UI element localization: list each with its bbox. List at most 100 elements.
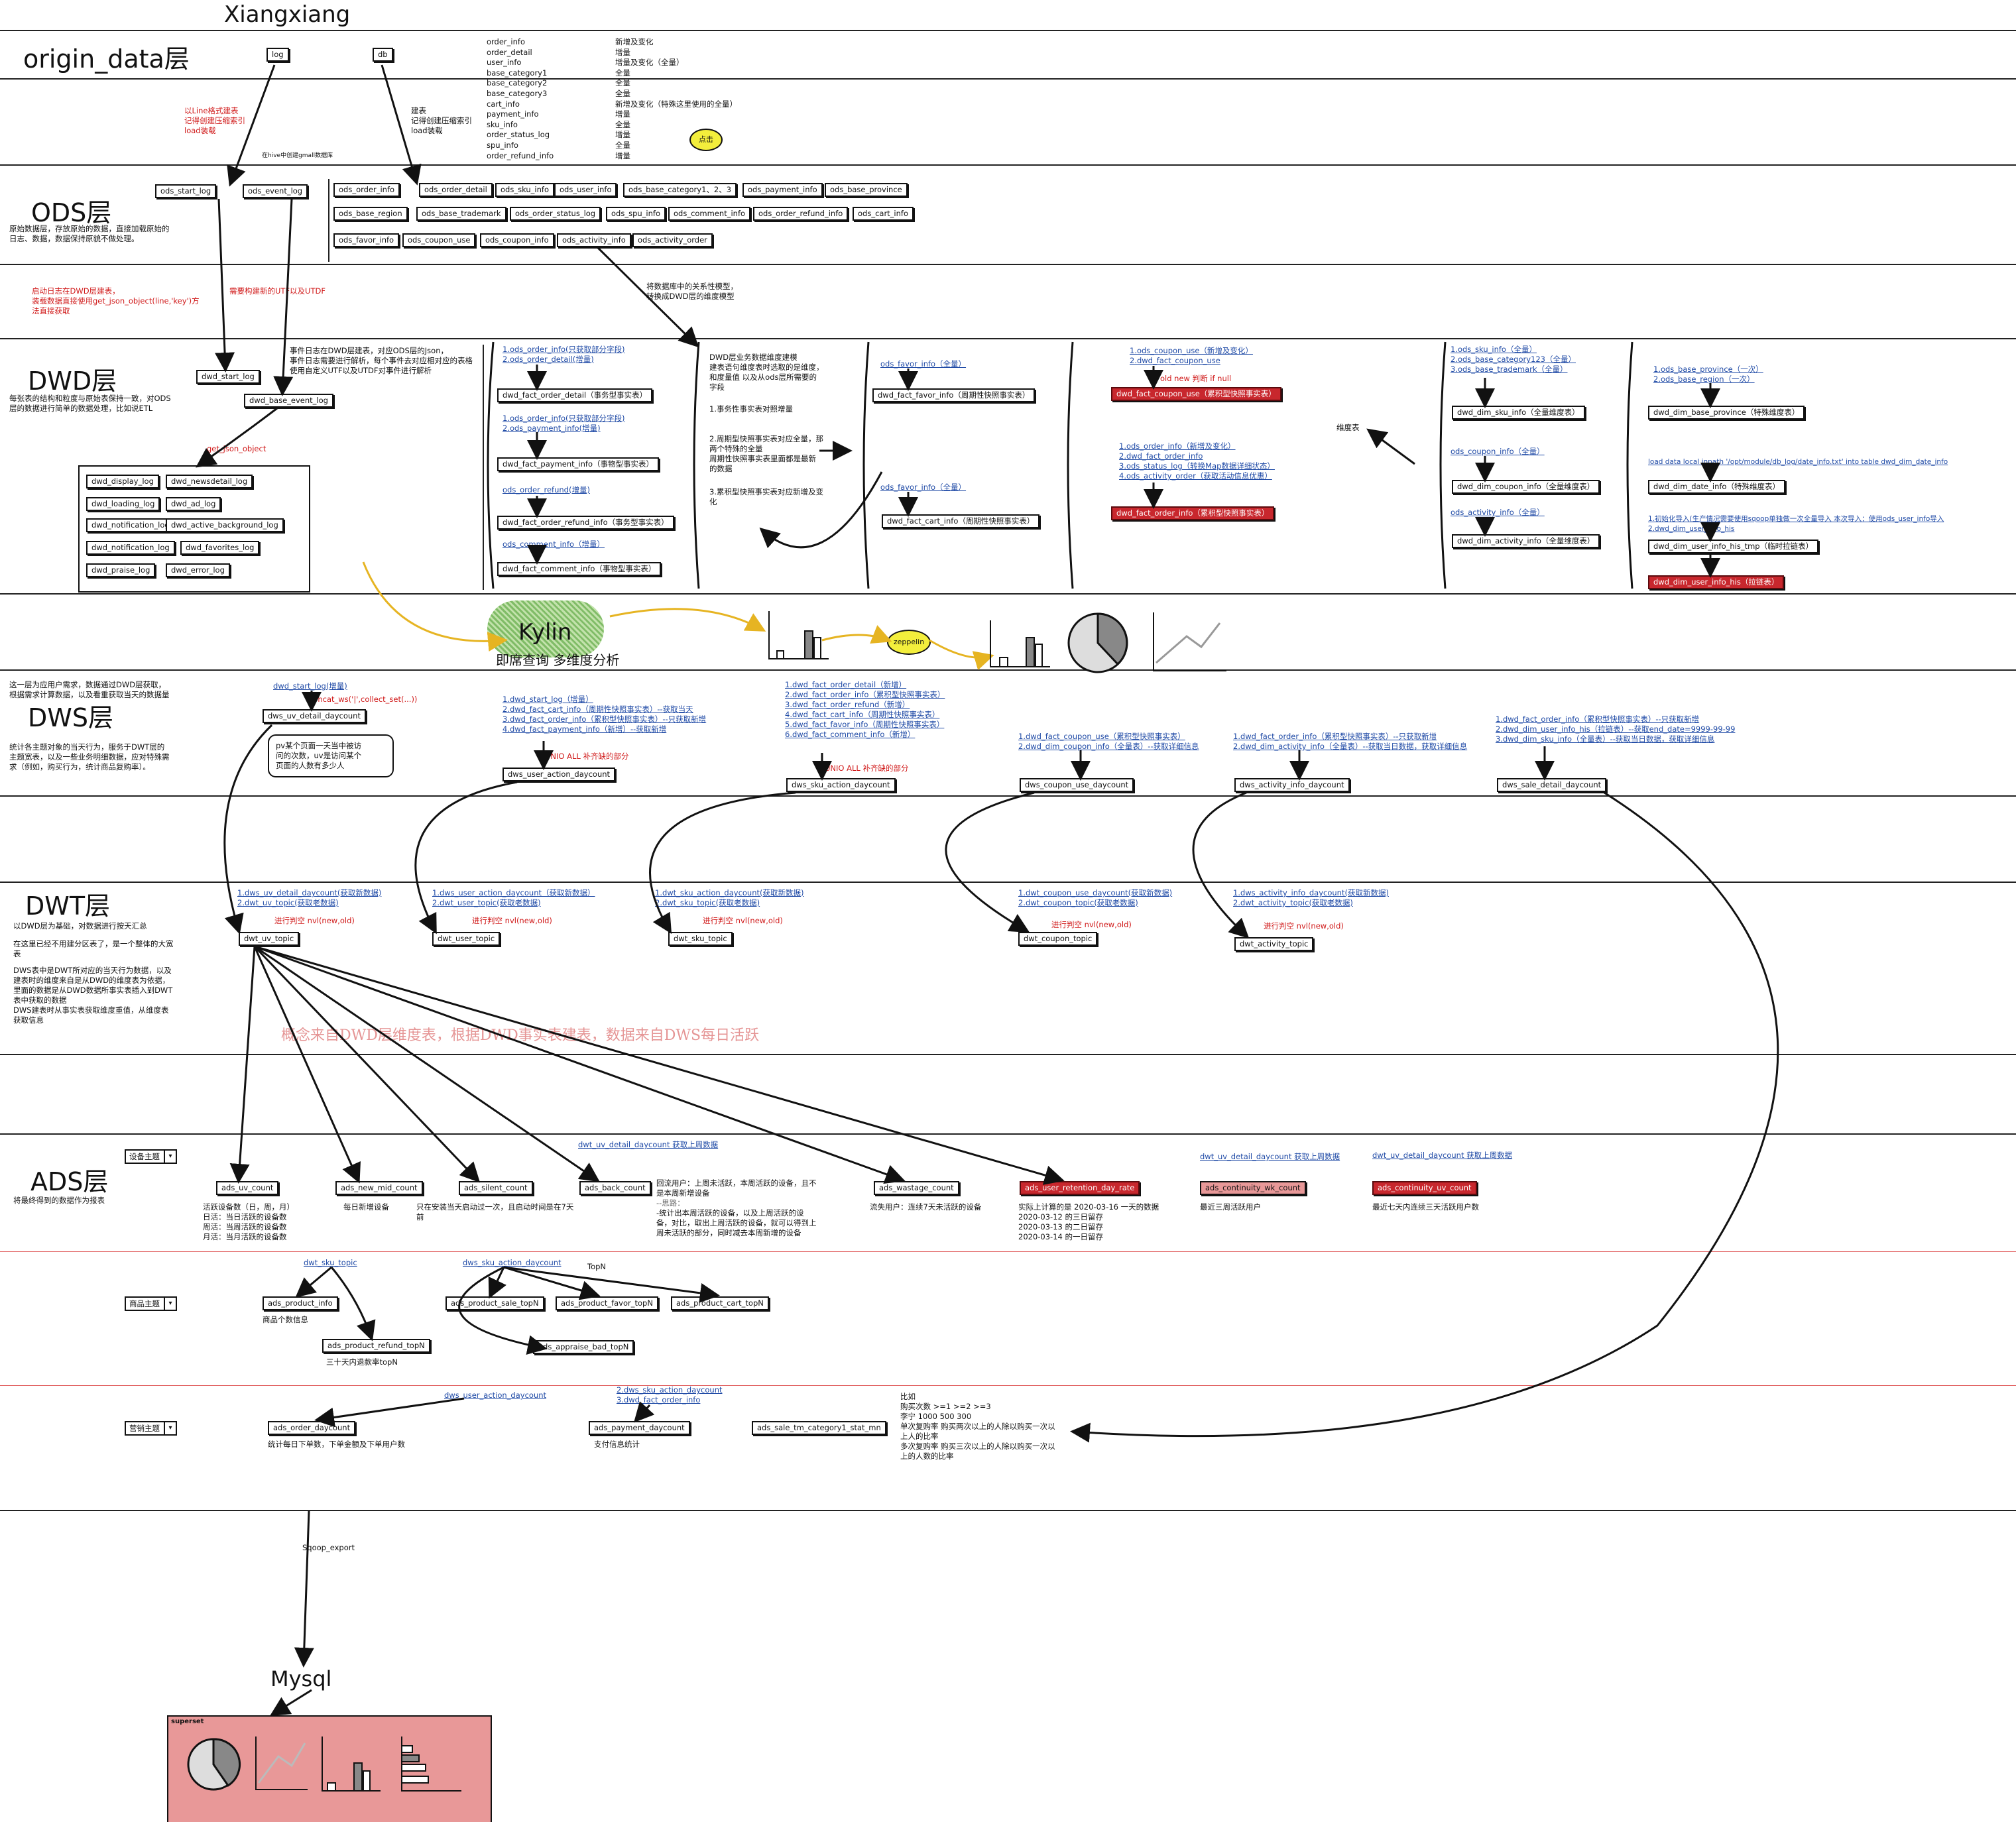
dws-sku-src: 1.dwd_fact_order_detail（新增）2.dwd_fact_or… (785, 680, 945, 739)
dwd-dim-sku-info[interactable]: dwd_dim_sku_info（全量维度表） (1452, 406, 1585, 420)
ads-user-retention-day-rate[interactable]: ads_user_retention_day_rate (1020, 1181, 1140, 1195)
dwt-activity-topic[interactable]: dwt_activity_topic (1234, 937, 1314, 951)
dwd-event-table[interactable]: dwd_notification_log (86, 518, 175, 532)
dwd-fact-order-info[interactable]: dwd_fact_order_info（累积型快照事实表） (1111, 506, 1275, 520)
dws-desc-1: 这一层为应用户需求，数据通过DWD层获取，根据需求计算数据，以及看重获取当天的数… (9, 680, 170, 699)
ods-table[interactable]: ods_activity_order (632, 233, 713, 247)
topic-select-device[interactable]: 设备主题▾ (125, 1149, 177, 1164)
ads-uv-count[interactable]: ads_uv_count (216, 1181, 279, 1195)
ods-start-log[interactable]: ods_start_log (155, 184, 217, 198)
dwd-dim-date-info[interactable]: dwd_dim_date_info（特殊维度表） (1648, 480, 1785, 494)
arrow-sku-refund (330, 1267, 376, 1341)
dws-uv-detail-daycount[interactable]: dws_uv_detail_daycount (263, 709, 366, 723)
bracket-periodic-right (1067, 341, 1074, 589)
ods-table[interactable]: ods_base_category1、2、3 (623, 183, 737, 197)
dwd-dim-activity-info[interactable]: dwd_dim_activity_info（全量维度表） (1452, 534, 1600, 548)
ads-back-count[interactable]: ads_back_count (579, 1181, 651, 1195)
ods-table[interactable]: ods_order_refund_info (753, 207, 849, 221)
topic-select-product[interactable]: 商品主题▾ (125, 1296, 177, 1311)
ods-table[interactable]: ods_favor_info (333, 233, 400, 247)
dws-desc-2: 统计各主题对象的当天行为，服务于DWT层的主题宽表，以及一些业务明细数据，应对特… (9, 742, 170, 771)
dwt-user-topic[interactable]: dwt_user_topic (432, 932, 501, 946)
dwd-start-log[interactable]: dwd_start_log (196, 370, 260, 384)
ads-product-sale-topn[interactable]: ads_product_sale_topN (445, 1296, 544, 1310)
ods-table[interactable]: ods_coupon_info (480, 233, 554, 247)
dwt-sku-topic[interactable]: dwt_sku_topic (668, 932, 733, 946)
dws-activity-info-daycount[interactable]: dws_activity_info_daycount (1234, 778, 1350, 792)
ods-table[interactable]: ods_base_province (825, 183, 908, 197)
ads-ua-src: dws_user_action_daycount (444, 1391, 547, 1400)
ads-new-mid-count[interactable]: ads_new_mid_count (335, 1181, 423, 1195)
ads-appraise-bad-topn[interactable]: ads_appraise_bad_topN (533, 1340, 634, 1354)
ads-back-note: 回流用户：上周未活跃，本周活跃的设备，且不是本周新增设备 --思路： -统计出本… (656, 1178, 817, 1237)
ads-continuity-uv-count[interactable]: ads_continuity_uv_count (1372, 1181, 1477, 1195)
ads-payment-daycount[interactable]: ads_payment_daycount (589, 1421, 690, 1435)
bracket-periodic-left (862, 341, 870, 589)
ods-table[interactable]: ods_cart_info (853, 207, 914, 221)
dwt-uv-topic[interactable]: dwt_uv_topic (239, 932, 300, 946)
ods-table[interactable]: ods_activity_info (557, 233, 631, 247)
dwd-fact-favor-info[interactable]: dwd_fact_favor_info（周期性快照事实表） (872, 388, 1036, 402)
ods-table[interactable]: ods_user_info (554, 183, 617, 197)
dws-sku-red: UNIO ALL 补齐缺的部分 (825, 764, 909, 773)
sqoop-export-label: Sqoop_export (302, 1543, 355, 1553)
ods-table[interactable]: ods_spu_info (606, 207, 666, 221)
ods-table[interactable]: ods_base_trademark (416, 207, 506, 221)
ads-cwk-src: dwt_uv_detail_daycount 获取上周数据 (1200, 1152, 1340, 1161)
bracket-dim-left (1439, 341, 1447, 589)
dwd-dim-coupon-info[interactable]: dwd_dim_coupon_info（全量维度表） (1452, 480, 1600, 494)
topic-select-marketing[interactable]: 营销主题▾ (125, 1421, 177, 1436)
dwd-fact-order-detail[interactable]: dwd_fact_order_detail（事务型事实表） (497, 388, 653, 402)
arrow-dws-ua-dwt (414, 781, 518, 935)
dwd-event-table[interactable]: dwd_favorites_log (180, 541, 260, 555)
dwd-event-table[interactable]: dwd_loading_log (86, 497, 160, 511)
pie-chart-icon (187, 1738, 241, 1791)
dwd-event-table[interactable]: dwd_ad_log (166, 497, 221, 511)
ods-table[interactable]: ods_payment_info (742, 183, 823, 197)
dwd-fact-payment-info[interactable]: dwd_fact_payment_info（事物型事实表） (497, 457, 659, 471)
ads-sale-tm-category1-stat-mn[interactable]: ads_sale_tm_category1_stat_mn (752, 1421, 886, 1435)
ads-silent-count[interactable]: ads_silent_count (459, 1181, 533, 1195)
arrow-event-log (273, 198, 294, 396)
ads-desc: 将最终得到的数据作为报表 (13, 1196, 105, 1205)
origin-db[interactable]: db (373, 48, 393, 62)
line-chart-icon (255, 1737, 308, 1790)
bracket-dim-right (1626, 341, 1633, 589)
dwd-fact-cart-info[interactable]: dwd_fact_cart_info（周期性快照事实表） (882, 514, 1040, 528)
dwd-event-table[interactable]: dwd_error_log (166, 563, 230, 577)
ods-table[interactable]: ods_order_detail (419, 183, 493, 197)
dwd-event-table[interactable]: dwd_newsdetail_log (166, 475, 253, 488)
ods-table[interactable]: ods_comment_info (668, 207, 751, 221)
dwd-fact-coupon-use[interactable]: dwd_fact_coupon_use（累积型快照事实表） (1111, 387, 1281, 401)
dwd-fact-comment-info[interactable]: dwd_fact_comment_info（事物型事实表） (497, 562, 662, 576)
ads-continuity-wk-count[interactable]: ads_continuity_wk_count (1200, 1181, 1306, 1195)
ods-table[interactable]: ods_sku_info (495, 183, 554, 197)
bar-chart-icon (322, 1737, 381, 1792)
layer-origin: origin_data层 (23, 44, 190, 74)
ods-table[interactable]: ods_order_status_log (510, 207, 601, 221)
ods-table[interactable]: ods_order_info (333, 183, 400, 197)
dwt-user-src: 1.dws_user_action_daycount（获取新数据）2.dwt_u… (432, 888, 595, 907)
ads-wastage-count[interactable]: ads_wastage_count (874, 1181, 959, 1195)
ads-product-cart-topn[interactable]: ads_product_cart_topN (671, 1296, 769, 1310)
ods-event-log[interactable]: ods_event_log (243, 184, 308, 198)
dwd-event-table[interactable]: dwd_display_log (86, 475, 159, 488)
dwd-fact-order-refund-info[interactable]: dwd_fact_order_refund_info（事务型事实表） (497, 516, 674, 530)
dwd-dim-user-info-his-tmp[interactable]: dwd_dim_user_info_his_tmp（临时拉链表） (1648, 540, 1819, 553)
dws-user-action-daycount[interactable]: dws_user_action_daycount (503, 768, 616, 781)
ads-product-refund-topn[interactable]: ads_product_refund_topN (322, 1339, 430, 1353)
dws-sku-action-daycount[interactable]: dws_sku_action_daycount (786, 778, 896, 792)
zeppelin-badge[interactable]: zeppelin (887, 630, 931, 655)
dwd-event-table[interactable]: dwd_active_background_log (166, 518, 284, 532)
dwd-event-table[interactable]: dwd_praise_log (86, 563, 156, 577)
ods-table[interactable]: ods_base_region (333, 207, 408, 221)
dwd-event-table[interactable]: dwd_notification_log (86, 541, 175, 555)
ods-table[interactable]: ods_coupon_use (402, 233, 476, 247)
dwd-dim-base-province[interactable]: dwd_dim_base_province（特殊维度表） (1648, 406, 1805, 420)
origin-log[interactable]: log (267, 48, 289, 62)
dwt-coupon-topic[interactable]: dwt_coupon_topic (1018, 932, 1098, 946)
click-badge[interactable]: 点击 (689, 129, 723, 151)
